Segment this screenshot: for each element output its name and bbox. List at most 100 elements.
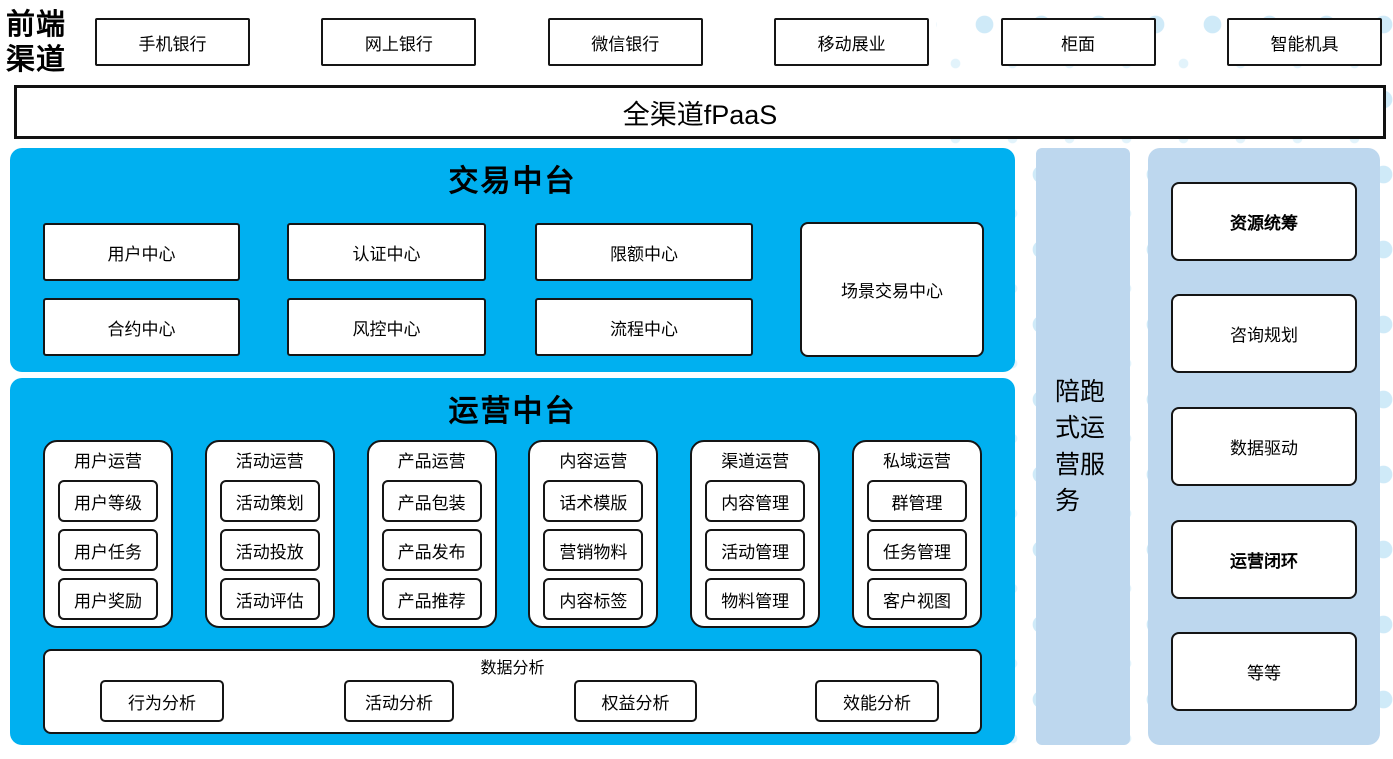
op-item-label: 任务管理	[882, 542, 951, 562]
channel-box-wechat-banking: 微信银行	[547, 18, 703, 66]
analysis-box-efficiency: 效能分析	[815, 680, 939, 722]
op-column-title: 活动运营	[235, 452, 304, 471]
op-column-items: 产品包装 产品发布 产品推荐	[381, 480, 482, 620]
op-item: 用户等级	[58, 480, 158, 522]
channel-label: 网上银行	[364, 34, 433, 54]
right-panel-item: 等等	[1171, 632, 1357, 712]
op-column-content: 内容运营 话术模版 营销物料 内容标签	[528, 440, 659, 628]
operation-platform-title: 运营中台	[448, 395, 577, 428]
trade-box-label: 风控中心	[352, 319, 421, 339]
right-panel-item: 咨询规划	[1171, 294, 1357, 374]
trade-platform-panel: 交易中台 用户中心 认证中心 限额中心 合约中心 风控中心 流程中心 场景交易中…	[10, 148, 1015, 372]
trade-box-label: 合约中心	[107, 319, 176, 339]
trade-box-label: 用户中心	[107, 244, 176, 264]
op-item: 产品包装	[381, 480, 482, 522]
channel-box-mobile-marketing: 移动展业	[774, 18, 930, 66]
trade-box-contract-center: 合约中心	[43, 298, 240, 356]
trade-box-label: 流程中心	[610, 319, 678, 339]
op-column-activity: 活动运营 活动策划 活动投放 活动评估	[204, 440, 335, 628]
op-item: 活动策划	[219, 480, 320, 522]
trade-box-user-center: 用户中心	[43, 223, 240, 281]
channel-label: 柜面	[1061, 34, 1096, 54]
op-item-label: 活动策划	[235, 493, 304, 513]
op-column-items: 话术模版 营销物料 内容标签	[543, 480, 644, 620]
op-item-label: 内容管理	[721, 493, 790, 513]
op-column-items: 活动策划 活动投放 活动评估	[219, 480, 320, 620]
op-item: 客户视图	[866, 578, 967, 620]
op-column-channel: 渠道运营 内容管理 活动管理 物料管理	[690, 440, 821, 628]
analysis-box-label: 行为分析	[128, 693, 196, 713]
op-item: 活动评估	[219, 578, 320, 620]
op-column-items: 用户等级 用户任务 用户奖励	[58, 480, 158, 620]
op-item: 用户任务	[58, 529, 158, 571]
right-panel-item: 运营闭环	[1171, 519, 1357, 599]
op-column-user: 用户运营 用户等级 用户任务 用户奖励	[43, 440, 173, 628]
trade-box-label: 场景交易中心	[841, 282, 943, 301]
op-column-product: 产品运营 产品包装 产品发布 产品推荐	[366, 440, 497, 628]
op-item-label: 产品推荐	[397, 591, 466, 611]
op-item-label: 用户任务	[74, 542, 142, 562]
right-panel-item-label: 运营闭环	[1230, 551, 1298, 571]
right-panel-item-label: 等等	[1247, 664, 1281, 684]
channel-label: 智能机具	[1270, 34, 1339, 54]
op-column-title: 私域运营	[882, 452, 951, 471]
channel-box-smart-machine: 智能机具	[1226, 18, 1382, 66]
right-panel-item-label: 咨询规划	[1230, 326, 1298, 346]
channel-box-counter: 柜面	[1000, 18, 1156, 66]
trade-box-limit-center: 限额中心	[535, 223, 753, 281]
op-item: 活动管理	[705, 529, 806, 571]
analysis-box-rights: 权益分析	[574, 680, 697, 722]
op-item: 产品推荐	[381, 578, 482, 620]
channel-box-mobile-banking: 手机银行	[95, 18, 250, 66]
channel-label: 移动展业	[817, 34, 886, 54]
op-item: 活动投放	[219, 529, 320, 571]
operation-platform-panel: 运营中台 用户运营 用户等级 用户任务 用户奖励 活动运营 活动策划 活动投放 …	[10, 378, 1015, 745]
op-item: 营销物料	[543, 529, 644, 571]
right-panel-item: 数据驱动	[1171, 406, 1357, 486]
analysis-box-label: 效能分析	[843, 693, 911, 713]
op-item: 产品发布	[381, 529, 482, 571]
trade-box-label: 认证中心	[352, 244, 421, 264]
op-item-label: 用户等级	[74, 493, 142, 513]
trade-box-label: 限额中心	[610, 244, 678, 264]
op-column-private-domain: 私域运营 群管理 任务管理 客户视图	[851, 440, 982, 628]
right-panel-item: 资源统筹	[1171, 181, 1357, 261]
op-item-label: 营销物料	[559, 542, 628, 562]
fpaas-bar: 全渠道fPaaS	[14, 85, 1386, 139]
op-item-label: 活动投放	[235, 542, 304, 562]
side-strip-label: 陪跑式运营服务	[1055, 378, 1106, 515]
op-item-label: 用户奖励	[74, 591, 142, 611]
op-column-title: 用户运营	[74, 452, 142, 471]
data-analysis-container: 数据分析 行为分析 活动分析 权益分析 效能分析	[43, 649, 982, 734]
side-strip-accompany-service: 陪跑式运营服务	[1036, 148, 1130, 745]
op-column-items: 内容管理 活动管理 物料管理	[705, 480, 806, 620]
analysis-box-label: 活动分析	[365, 693, 433, 713]
op-item-label: 群管理	[891, 493, 943, 513]
trade-box-process-center: 流程中心	[535, 298, 753, 356]
channel-label: 微信银行	[591, 34, 660, 54]
op-item-label: 内容标签	[559, 591, 628, 611]
right-panel-item-label: 资源统筹	[1230, 213, 1298, 233]
op-item: 用户奖励	[58, 578, 158, 620]
op-column-title: 内容运营	[559, 452, 628, 471]
channel-label: 手机银行	[138, 34, 207, 54]
analysis-box-label: 权益分析	[601, 693, 670, 713]
analysis-box-behavior: 行为分析	[100, 680, 224, 722]
front-channels-row: 手机银行 网上银行 微信银行 移动展业 柜面 智能机具	[95, 18, 1382, 66]
op-item-label: 产品发布	[397, 542, 466, 562]
right-service-panel: 资源统筹 咨询规划 数据驱动 运营闭环 等等	[1148, 148, 1380, 745]
op-item-label: 话术模版	[559, 493, 628, 513]
op-item-label: 活动评估	[235, 591, 304, 611]
op-item-label: 物料管理	[721, 591, 790, 611]
operation-columns: 用户运营 用户等级 用户任务 用户奖励 活动运营 活动策划 活动投放 活动评估 …	[43, 440, 982, 628]
op-item-label: 活动管理	[721, 542, 790, 562]
op-column-title: 产品运营	[397, 452, 466, 471]
trade-box-scenario-trade-center: 场景交易中心	[800, 222, 984, 357]
op-item-label: 客户视图	[882, 591, 951, 611]
op-item-label: 产品包装	[397, 493, 466, 513]
channel-box-online-banking: 网上银行	[321, 18, 477, 66]
front-channels-label: 前端渠道	[6, 9, 67, 77]
trade-platform-title: 交易中台	[448, 165, 577, 198]
fpaas-label: 全渠道fPaaS	[622, 99, 778, 130]
